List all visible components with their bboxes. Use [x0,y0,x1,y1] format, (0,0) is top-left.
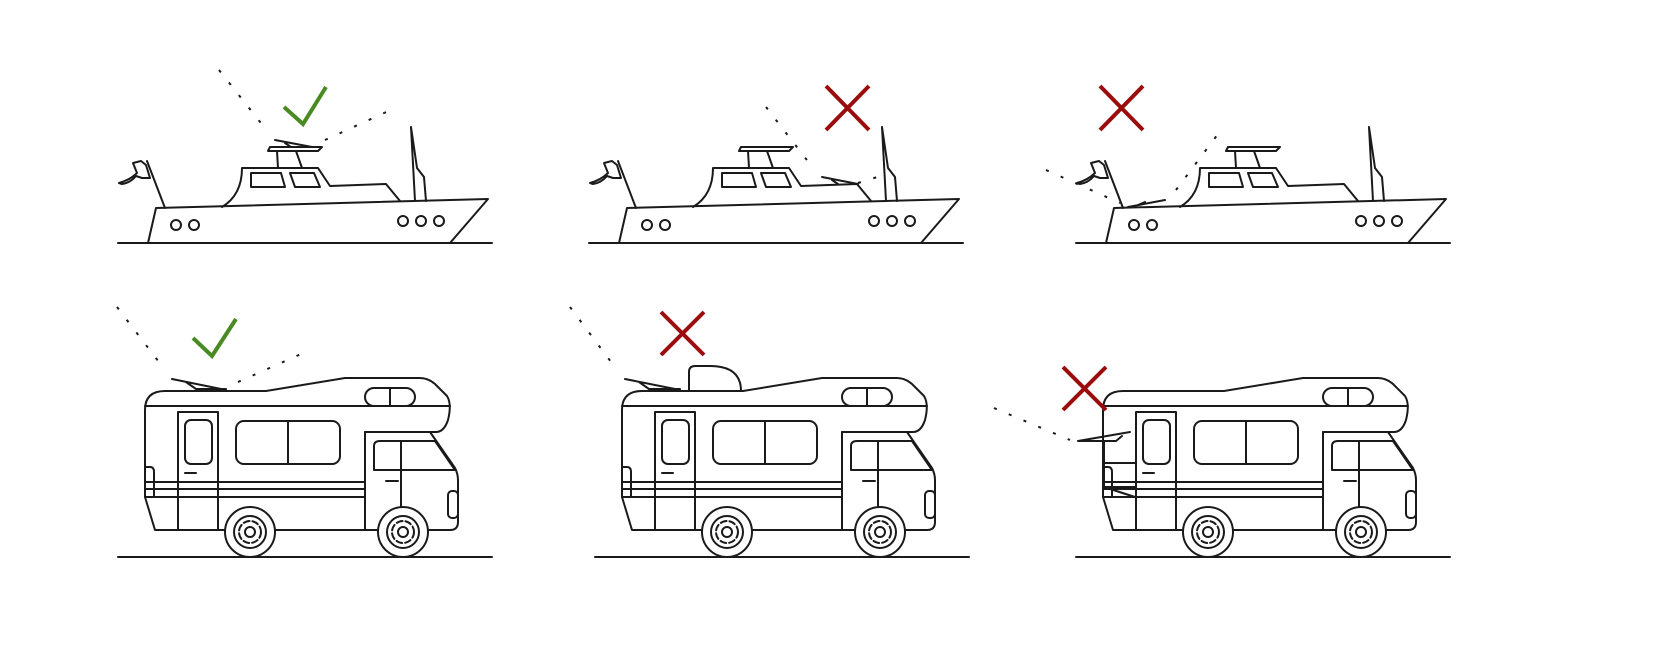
satellite-antenna-icon [624,378,681,391]
satellite-antenna-icon [1127,199,1166,208]
cross-icon [1098,84,1145,132]
boat-illustration [117,126,493,244]
check-icon [191,317,238,360]
satellite-antenna-icon [1077,431,1131,442]
cross-icon [659,310,706,357]
signal-line [116,306,311,383]
rv-illustration [117,377,493,558]
boat-panel-incorrect-aft [588,84,964,244]
boat-illustration [588,126,964,244]
roof-dome-obstruction [688,365,743,392]
signal-line [993,407,1071,441]
rv-illustration [1075,377,1451,558]
satellite-antenna-icon [274,139,313,148]
rv-panel-incorrect-rear [993,365,1451,558]
signal-line [569,306,618,371]
cross-icon [1061,365,1108,412]
rv-panel-incorrect-obstructed [569,306,970,558]
rv-illustration [594,377,970,558]
rear-mount-bracket [1103,440,1136,498]
boat-panel-incorrect-bow [1045,84,1451,244]
boat-illustration [1075,126,1451,244]
satellite-antenna-icon [821,176,859,185]
rv-panel-correct [116,306,493,558]
signal-line [218,69,396,141]
boat-panel-correct [117,69,493,244]
satellite-antenna-icon [171,378,227,391]
signal-line [765,106,888,184]
cross-icon [824,84,871,132]
check-icon [282,85,328,128]
